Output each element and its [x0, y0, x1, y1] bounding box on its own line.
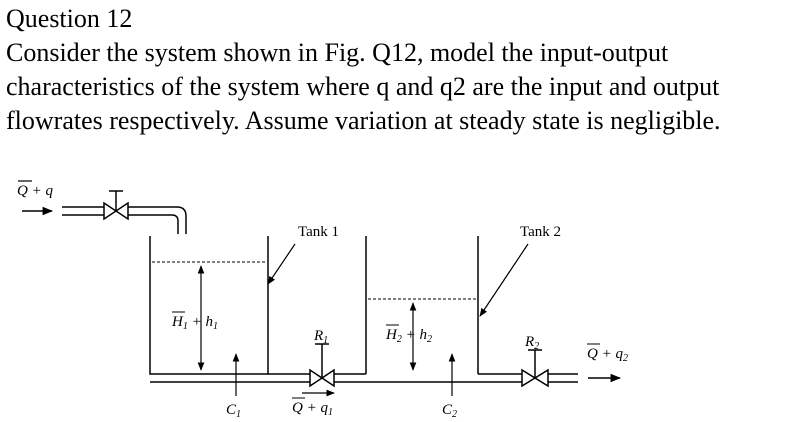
valve-r1-label: R1 [313, 328, 328, 346]
outflow-label: Q + q2 [587, 343, 628, 364]
valve-r1-icon [309, 343, 335, 388]
svg-text:Q + q: Q + q [17, 183, 53, 199]
valve-r2-icon [521, 349, 549, 388]
question-body: Consider the system shown in Fig. Q12, m… [6, 38, 721, 135]
capacitance-2-label: C2 [442, 402, 457, 420]
question-text: Question 12 Consider the system shown in… [6, 2, 784, 138]
height-1-label: H1 + h1 [171, 311, 218, 332]
flow-1-label: Q + q1 [292, 397, 333, 418]
inlet-valve-icon [103, 190, 129, 221]
tank-1-label: Tank 1 [298, 224, 339, 240]
valve-r2-label: R2 [524, 334, 539, 352]
tank-2 [365, 236, 479, 374]
tank-1-pointer [267, 243, 296, 285]
height-2-label: H2 + h2 [385, 324, 432, 345]
outlet-pipe [478, 373, 578, 383]
inflow-label: Q + q [17, 180, 53, 199]
svg-text:Q + q2: Q + q2 [587, 346, 628, 364]
two-tank-system-diagram: Q + q Tank 1 H1 + h1 C1 R1 Q [17, 180, 628, 420]
tank-2-label: Tank 2 [520, 224, 561, 240]
svg-text:H2 + h2: H2 + h2 [385, 327, 432, 345]
question-title: Question 12 [6, 4, 133, 33]
connecting-pipe [150, 373, 478, 383]
capacitance-1-label: C1 [226, 402, 241, 420]
tank-1 [149, 236, 269, 375]
inlet-pipe [62, 206, 187, 234]
svg-text:Q + q1: Q + q1 [292, 400, 333, 418]
tank-2-pointer [479, 243, 529, 317]
svg-text:H1 + h1: H1 + h1 [171, 314, 218, 332]
